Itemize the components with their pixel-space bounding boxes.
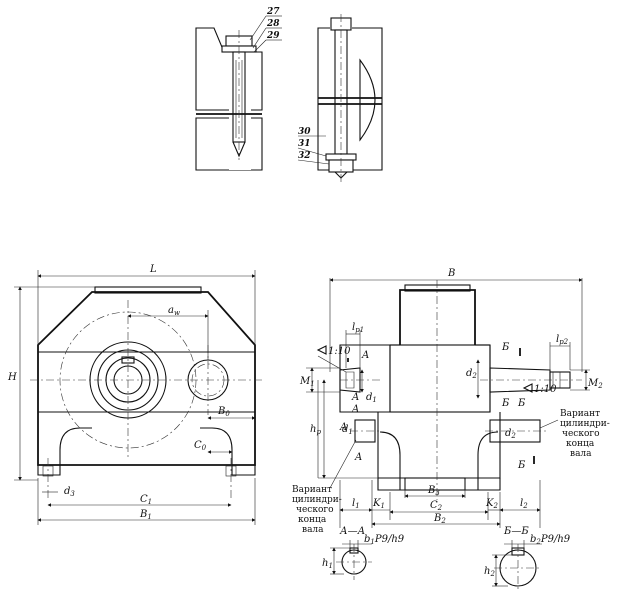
svg-text:цилиндри-: цилиндри- <box>560 419 610 429</box>
variant-label-left: Вариант цилиндри- ческого конца вала <box>292 439 357 535</box>
dim-C1: C1 <box>140 494 152 506</box>
svg-text:Вариант: Вариант <box>560 409 600 419</box>
callout-27: 27 <box>266 7 280 17</box>
dim-l1: l1 <box>352 498 360 510</box>
section-aa: А—А b1P9/h9 h1 <box>322 526 405 580</box>
dim-lp2: lp2 <box>556 334 569 346</box>
dim-d1-cyl: d1 <box>342 424 353 436</box>
svg-text:ческого: ческого <box>296 505 334 515</box>
dim-B2: B2 <box>433 513 446 525</box>
section-bb: Б—Б b2P9/h9 h2 <box>484 526 571 592</box>
dim-K2: K2 <box>485 498 498 510</box>
svg-text:вала: вала <box>302 525 324 535</box>
dim-L: L <box>149 264 157 275</box>
dim-M1: M1 <box>299 376 315 388</box>
callout-31: 31 <box>298 139 311 149</box>
dim-h2: h2 <box>484 566 495 578</box>
section-bb-title: Б—Б <box>503 526 529 537</box>
taper-left: 1:10 <box>328 346 351 357</box>
svg-text:Вариант: Вариант <box>292 485 332 495</box>
svg-text:ческого: ческого <box>562 429 600 439</box>
dim-B: B <box>447 268 455 279</box>
dim-lp1: lp1 <box>352 322 364 334</box>
section-mark-B2: Б <box>501 398 510 409</box>
taper-right: 1:10 <box>534 384 557 395</box>
dim-K1: K1 <box>372 498 385 510</box>
section-mark-B4: Б <box>517 460 526 471</box>
dim-d3: d3 <box>64 486 75 498</box>
section-mark-B1: Б <box>501 342 510 353</box>
dim-M2: M2 <box>587 378 603 390</box>
svg-text:конца: конца <box>298 515 327 525</box>
svg-text:конца: конца <box>566 439 595 449</box>
dim-d2-cyl: d2 <box>505 428 516 440</box>
dim-d2: d2 <box>466 368 477 380</box>
section-mark-A2: A <box>351 392 359 403</box>
dim-b2: b2P9/h9 <box>530 534 571 546</box>
callout-32: 32 <box>298 151 311 161</box>
variant-label-right: Вариант цилиндри- ческого конца вала <box>539 409 610 459</box>
dim-B3: B3 <box>427 485 440 497</box>
section-aa-title: А—А <box>339 526 365 537</box>
dim-B1: B1 <box>139 509 152 521</box>
dim-l2: l2 <box>520 498 528 510</box>
bolt-detail-right: 30 31 32 <box>297 14 383 182</box>
dim-b1: b1P9/h9 <box>364 534 405 546</box>
callout-29: 29 <box>266 31 280 41</box>
dim-B0: B0 <box>217 406 230 418</box>
dim-d1: d1 <box>366 392 377 404</box>
section-mark-A5: A <box>339 422 347 433</box>
dim-C0: C0 <box>194 440 207 452</box>
dim-C2: C2 <box>430 500 443 512</box>
dim-H: H <box>7 372 17 383</box>
svg-text:цилиндри-: цилиндри- <box>292 495 342 505</box>
svg-text:вала: вала <box>570 449 592 459</box>
callout-28: 28 <box>266 19 280 29</box>
section-mark-A4: A <box>354 452 362 463</box>
dim-h1: h1 <box>322 558 333 570</box>
bolt-detail-left: 27 28 29 <box>195 7 282 171</box>
section-mark-A3: A <box>351 404 359 415</box>
dim-aw: aw <box>168 305 180 317</box>
section-mark-B3: Б <box>517 398 526 409</box>
side-view: B 1:10 lp1 A A A A A M1 d1 d1 hp d2 <box>299 268 603 528</box>
callout-30: 30 <box>298 127 311 137</box>
dim-hp: hp <box>310 424 321 436</box>
section-mark-A1: A <box>361 350 369 361</box>
front-view: L H aw B0 C0 d3 C1 B1 <box>7 264 262 525</box>
